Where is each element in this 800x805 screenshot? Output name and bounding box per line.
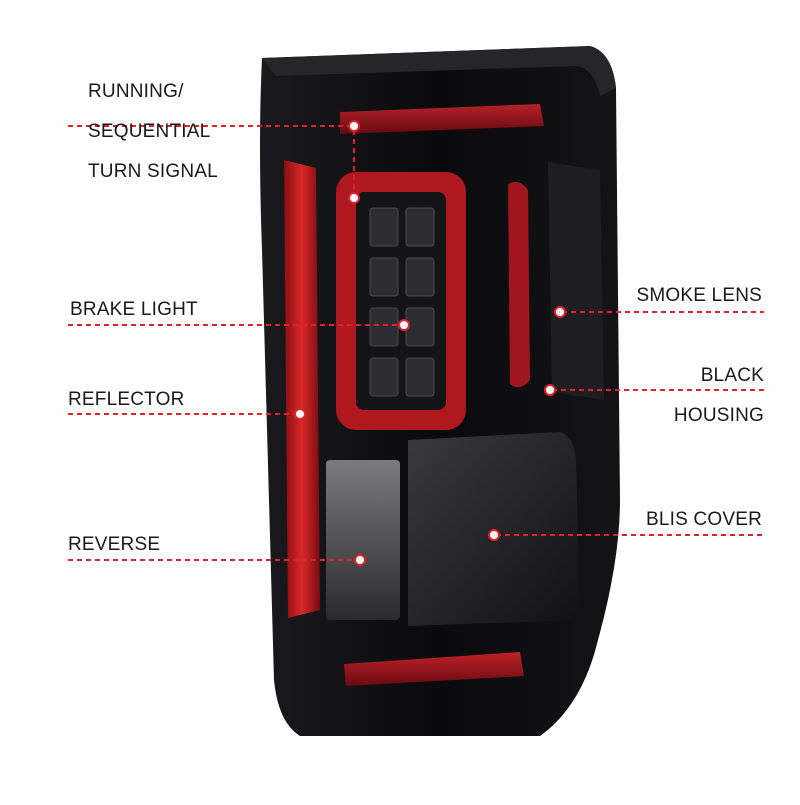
- dot-brake: [398, 319, 410, 331]
- dot-reflector: [294, 408, 306, 420]
- bottom-light-bar: [344, 652, 524, 686]
- dot-running-bottom: [348, 192, 360, 204]
- running-turn-signal-bar: [340, 104, 544, 134]
- label-smoke-lens: SMOKE LENS: [636, 285, 762, 306]
- brake-light-leds: [369, 207, 435, 397]
- label-reflector: REFLECTOR: [68, 389, 185, 410]
- label-blis-cover: BLIS COVER: [645, 509, 762, 530]
- housing-top-rim: [262, 46, 616, 96]
- dot-black-housing: [544, 384, 556, 396]
- dot-blis-cover: [488, 529, 500, 541]
- label-black-housing: BLACK HOUSING: [674, 346, 764, 446]
- reflector-strip: [284, 160, 320, 618]
- label-running-line2: SEQUENTIAL: [88, 121, 211, 142]
- label-black-housing-line1: BLACK: [700, 365, 764, 386]
- dot-running-top: [348, 120, 360, 132]
- label-running-line1: RUNNING/: [88, 81, 184, 102]
- dot-reverse: [354, 554, 366, 566]
- callout-dots: [294, 120, 566, 566]
- label-running-line3: TURN SIGNAL: [88, 161, 218, 182]
- smoke-lens-panel: [548, 162, 604, 400]
- leader-lines: [68, 125, 764, 561]
- dot-smoke-lens: [554, 306, 566, 318]
- label-reverse: REVERSE: [68, 534, 161, 555]
- side-red-strip: [508, 182, 530, 388]
- label-brake-light: BRAKE LIGHT: [70, 299, 198, 320]
- label-running-turn-signal: RUNNING/ SEQUENTIAL TURN SIGNAL: [88, 62, 218, 202]
- label-black-housing-line2: HOUSING: [673, 405, 764, 426]
- reverse-light: [326, 460, 400, 620]
